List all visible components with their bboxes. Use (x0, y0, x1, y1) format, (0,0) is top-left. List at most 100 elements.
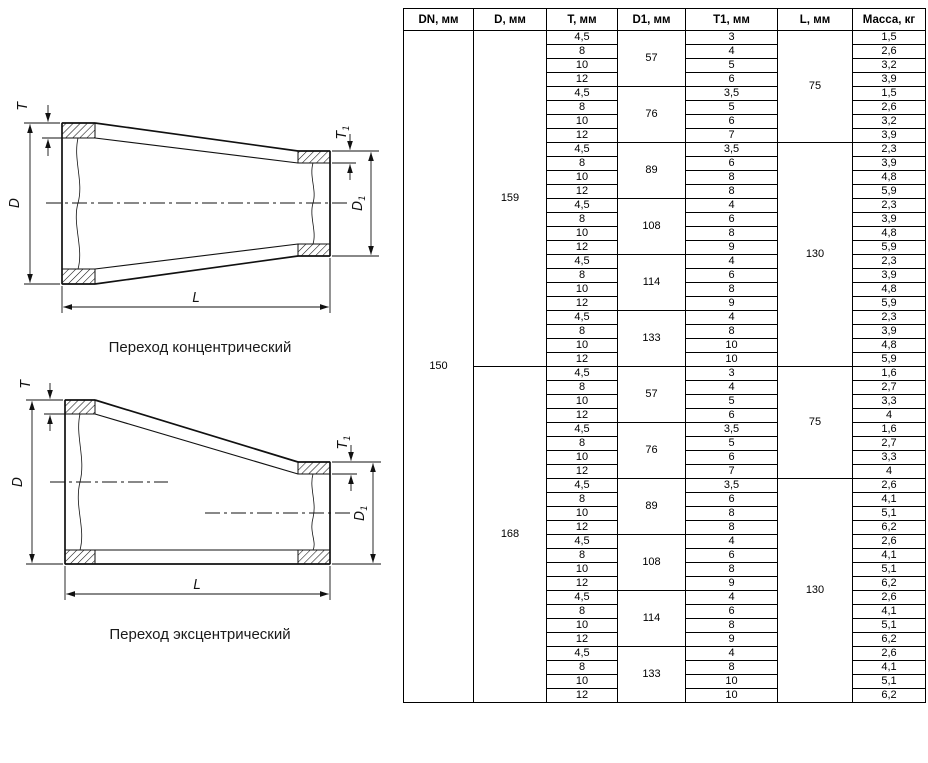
mass-cell: 4 (852, 464, 926, 479)
d1-cell: 114 (617, 254, 686, 311)
dim-label-d: D (11, 477, 26, 487)
t1-cell: 8 (685, 618, 778, 633)
t-cell: 12 (546, 408, 618, 423)
t1-cell: 4 (685, 380, 778, 395)
mass-cell: 2,6 (852, 534, 926, 549)
t-cell: 10 (546, 114, 618, 129)
t1-cell: 10 (685, 674, 778, 689)
t1-cell: 6 (685, 72, 778, 87)
t-cell: 8 (546, 212, 618, 227)
t-cell: 10 (546, 394, 618, 409)
t1-cell: 3 (685, 30, 778, 45)
t-cell: 12 (546, 352, 618, 367)
t1-cell: 9 (685, 576, 778, 591)
concentric-caption: Переход концентрический (108, 339, 292, 356)
t1-cell: 9 (685, 240, 778, 255)
t1-cell: 9 (685, 632, 778, 647)
t1-cell: 6 (685, 212, 778, 227)
mass-cell: 2,3 (852, 198, 926, 213)
dim-label-t: T (16, 101, 31, 110)
t-cell: 12 (546, 688, 618, 703)
mass-cell: 3,2 (852, 114, 926, 129)
t1-cell: 8 (685, 282, 778, 297)
mass-cell: 2,3 (852, 254, 926, 269)
dimension-lines (24, 105, 379, 313)
t-cell: 4,5 (546, 646, 618, 661)
mass-cell: 2,6 (852, 100, 926, 115)
t-cell: 12 (546, 632, 618, 647)
dim-label-t1: T1 (335, 125, 352, 139)
d1-cell: 133 (617, 310, 686, 367)
d1-cell: 57 (617, 30, 686, 87)
t1-cell: 10 (685, 338, 778, 353)
column-header-0: DN, мм (403, 8, 474, 31)
t1-cell: 10 (685, 352, 778, 367)
t1-cell: 4 (685, 310, 778, 325)
weld-end-hatch (64, 399, 331, 565)
t-cell: 8 (546, 100, 618, 115)
d1-cell: 108 (617, 198, 686, 255)
t-cell: 8 (546, 660, 618, 675)
t-cell: 4,5 (546, 30, 618, 45)
mass-cell: 2,6 (852, 478, 926, 493)
mass-cell: 3,9 (852, 72, 926, 87)
mass-cell: 5,9 (852, 352, 926, 367)
t-cell: 8 (546, 324, 618, 339)
t1-cell: 4 (685, 198, 778, 213)
table-row: 12 10 5,9 (404, 352, 926, 367)
t1-cell: 6 (685, 268, 778, 283)
dimension-lines (26, 383, 381, 600)
mass-cell: 5,9 (852, 240, 926, 255)
drawings-panel: T D T1 D1 L Переход концентрический (0, 0, 403, 763)
t-cell: 8 (546, 436, 618, 451)
mass-cell: 3,3 (852, 394, 926, 409)
t1-cell: 4 (685, 44, 778, 59)
mass-cell: 5,1 (852, 618, 926, 633)
t-cell: 4,5 (546, 142, 618, 157)
dim-label-l: L (193, 578, 200, 593)
mass-cell: 4,1 (852, 660, 926, 675)
break-lines (75, 137, 315, 270)
t1-cell: 8 (685, 226, 778, 241)
d1-cell: 76 (617, 422, 686, 479)
t1-cell: 10 (685, 688, 778, 703)
t-cell: 4,5 (546, 366, 618, 381)
t-cell: 10 (546, 170, 618, 185)
t1-cell: 5 (685, 436, 778, 451)
column-header-3: D1, мм (617, 8, 686, 31)
dim-label-d1: D1 (353, 505, 370, 521)
t-cell: 10 (546, 618, 618, 633)
d-cell: 159 (473, 30, 547, 367)
column-header-6: Масса, кг (852, 8, 926, 31)
dim-label-t: T (19, 379, 34, 388)
mass-cell: 4,8 (852, 338, 926, 353)
t-cell: 12 (546, 184, 618, 199)
eccentric-reducer-drawing: T D T1 D1 L (11, 379, 381, 600)
t1-cell: 6 (685, 604, 778, 619)
t1-cell: 8 (685, 324, 778, 339)
t-cell: 4,5 (546, 86, 618, 101)
t-cell: 12 (546, 576, 618, 591)
t1-cell: 3 (685, 366, 778, 381)
eccentric-reducer-figure: T D T1 D1 L Переход эксцентрический (0, 372, 403, 643)
dim-labels: T D T1 D1 L (8, 101, 368, 306)
t1-cell: 8 (685, 170, 778, 185)
d1-cell: 57 (617, 366, 686, 423)
d1-cell: 114 (617, 590, 686, 647)
column-header-5: L, мм (777, 8, 853, 31)
mass-cell: 2,6 (852, 590, 926, 605)
